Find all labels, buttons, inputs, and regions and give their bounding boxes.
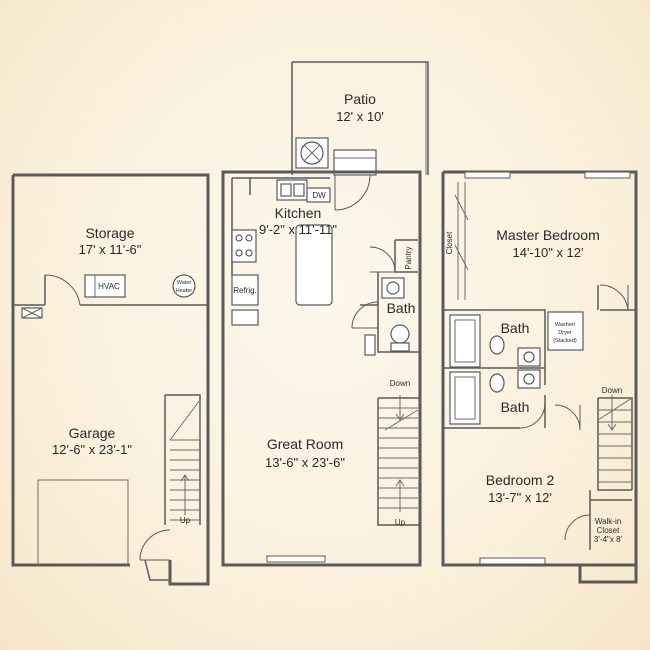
upper-stairs (597, 395, 633, 491)
toilet-bath1 (489, 335, 505, 355)
master-bedroom-dim: 14'-10" x 12' (512, 245, 583, 260)
half-bath-label: Bath (387, 300, 416, 316)
hvac-label: HVAC (98, 282, 120, 291)
garage-name: Garage (69, 425, 116, 441)
range (231, 229, 257, 263)
kitchen-island (295, 224, 333, 306)
kitchen-dim: 9'-2" x 11'-11" (259, 222, 337, 237)
bath2-label: Bath (501, 399, 530, 415)
storage-dim: 17' x 11'-6" (79, 242, 142, 257)
garage-stairs-up-label: Up (180, 516, 191, 525)
patio-name: Patio (344, 91, 376, 107)
washer-dryer-label-3: (Stacked) (553, 338, 577, 344)
main-level (221, 61, 429, 567)
great-room-name: Great Room (267, 436, 343, 452)
garage-dim: 12'-6" x 23'-1" (52, 442, 132, 457)
great-room-dim: 13'-6" x 23'-6" (265, 455, 345, 470)
window-great-room (266, 555, 326, 563)
toilet-bath2 (489, 373, 505, 393)
water-heater (172, 274, 196, 298)
toilet (390, 324, 410, 344)
pantry-label: Pantry (404, 246, 413, 269)
upper-level (441, 170, 638, 584)
window-master-1 (464, 171, 511, 179)
storage-name: Storage (85, 225, 134, 241)
main-stairs-down-label: Down (390, 379, 410, 388)
washer-dryer-closet (547, 311, 584, 351)
walkin-closet-dim: 3'-4"x 8' (594, 535, 623, 544)
refrigerator (231, 274, 259, 306)
window-bedroom2 (479, 557, 546, 565)
garage-level (11, 173, 210, 586)
room-labels: Patio 12' x 10' Storage 17' x 11'-6" Gar… (52, 91, 623, 544)
refrig-label: Refrig. (233, 286, 257, 295)
water-heater-label-2: Heater (176, 288, 193, 294)
washer-dryer-label-1: Washer/ (555, 322, 576, 328)
upper-stairs-down-label: Down (602, 386, 622, 395)
dw-label: DW (312, 191, 326, 200)
bedroom2-name: Bedroom 2 (486, 472, 555, 488)
walkin-closet-name-2: Closet (597, 526, 620, 535)
dishwasher (306, 187, 331, 203)
kitchen-name: Kitchen (275, 205, 322, 221)
window-master-2 (584, 171, 631, 179)
patio-dim: 12' x 10' (336, 109, 384, 124)
walkin-closet-name-1: Walk-in (595, 517, 621, 526)
main-stairs-up-label: Up (395, 518, 406, 527)
bath1-label: Bath (501, 320, 530, 336)
washer-dryer-label-2: Dryer (558, 330, 572, 336)
bedroom2-dim: 13'-7" x 12' (488, 490, 552, 505)
garage-stairs (164, 394, 201, 525)
main-stairs (377, 395, 420, 526)
master-bedroom-name: Master Bedroom (496, 227, 599, 243)
closet-label: Closet (445, 231, 454, 254)
water-heater-label-1: Water (177, 280, 192, 286)
